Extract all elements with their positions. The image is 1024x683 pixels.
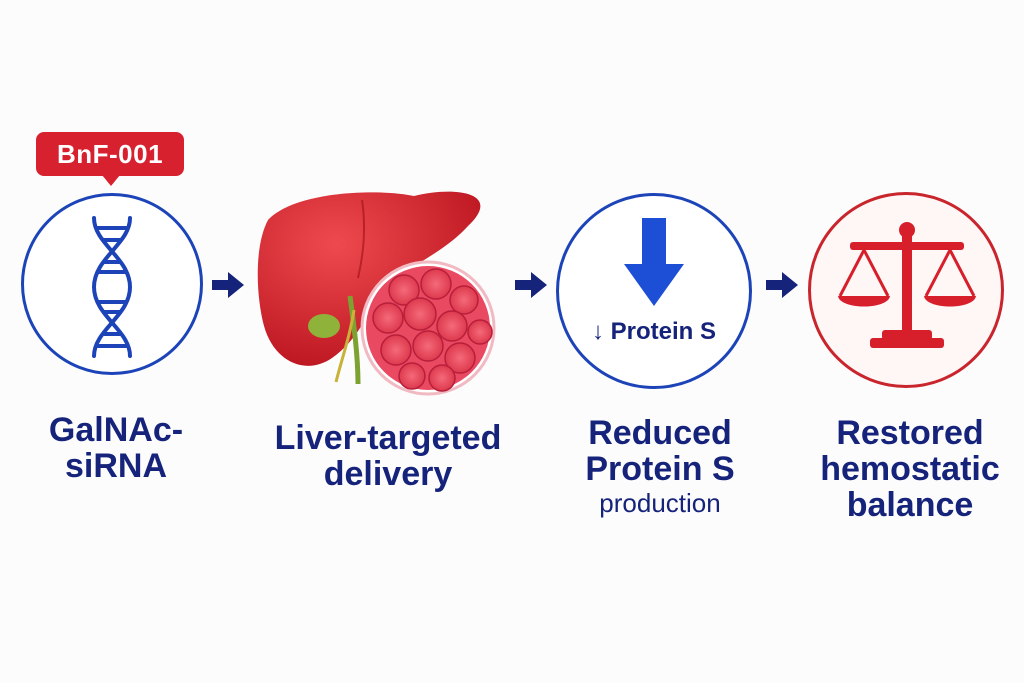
arrow-right-icon	[515, 272, 547, 298]
drug-code-badge: BnF-001	[36, 132, 184, 186]
balance-scale-icon	[838, 222, 976, 348]
arrow-right-icon	[766, 272, 798, 298]
step2-label: Liver-targeted delivery	[274, 419, 502, 493]
liver-icon	[257, 191, 496, 396]
protein-s-decrease-text: ↓ Protein S	[591, 318, 717, 345]
step1-label: GalNAc-siRNA	[48, 411, 184, 485]
step4-label: Restored hemostatic balance	[820, 414, 1000, 524]
dna-icon	[91, 216, 133, 358]
step3-label: Reduced Protein S production	[585, 414, 735, 518]
down-arrow-icon	[624, 218, 684, 306]
arrow-right-icon	[212, 272, 244, 298]
